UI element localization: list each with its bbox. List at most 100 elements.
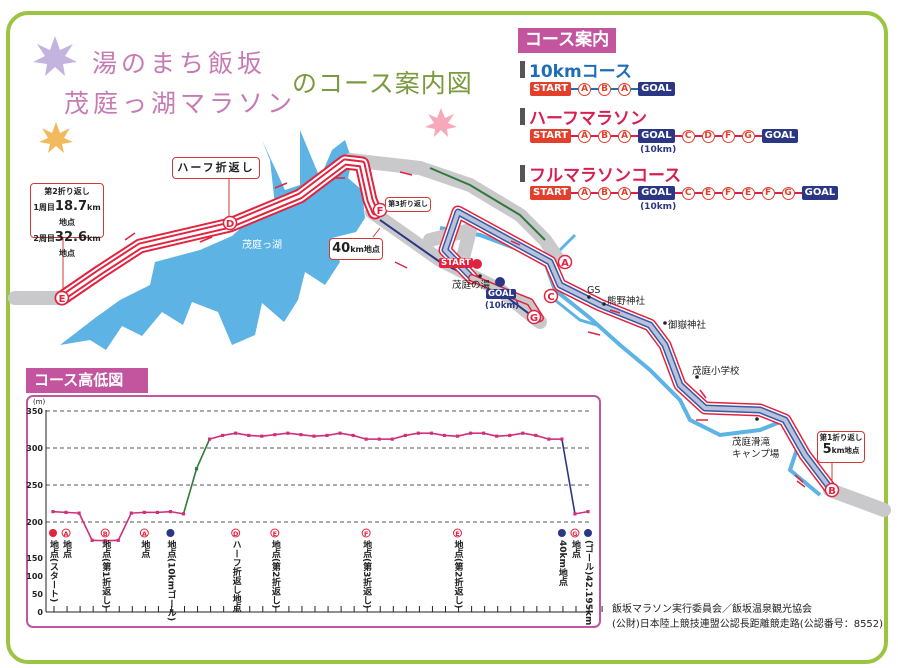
step-connector (734, 192, 742, 194)
elevation-chart-box (26, 395, 601, 628)
elevation-point (416, 431, 420, 435)
checkpoint-letter: D (233, 530, 239, 538)
elevation-point (194, 467, 199, 471)
elevation-point (521, 431, 525, 435)
goal-dot-icon (584, 529, 592, 537)
elevation-segment (339, 432, 354, 437)
school-label: 茂庭小学校 (692, 366, 740, 377)
course-name: ハーフマラソン (529, 108, 647, 129)
title-bar (520, 60, 525, 78)
elevation-point (560, 437, 564, 441)
goal-chip: GOAL (638, 82, 675, 96)
elevation-segment (509, 432, 523, 437)
road-green-segment (429, 167, 546, 241)
title-suffix: のコース案内図 (292, 69, 473, 98)
start-label: START (439, 258, 473, 268)
km40-number: 40 (332, 241, 351, 256)
elevation-point (573, 512, 577, 516)
svg-text:G: G (530, 313, 538, 324)
elevation-segment (313, 434, 328, 437)
step-connector (611, 88, 619, 90)
checkpoint-A: A (578, 82, 592, 96)
lap2-label: 2周目 (33, 234, 55, 243)
step-connector (571, 88, 579, 90)
start-dot-icon (49, 529, 57, 537)
checkpoint-C: C (681, 129, 695, 143)
direction-arrows (124, 171, 806, 488)
first-turn-unit: km地点 (831, 446, 860, 455)
checkpoint-B: B (598, 186, 612, 200)
step-connector (591, 88, 599, 90)
elevation-point (364, 437, 368, 441)
elevation-segment (287, 432, 302, 436)
elevation-segment (300, 433, 315, 437)
lake-course-route (54, 154, 383, 306)
lake-label: 茂庭っ湖 (242, 240, 282, 251)
elevation-point (103, 539, 107, 543)
elevation-point (221, 433, 225, 438)
elevation-point (247, 433, 251, 438)
checkpoint-F: F (721, 186, 735, 200)
step-connector (694, 192, 702, 194)
course-name: 10kmコース (529, 61, 632, 82)
elevation-segment (248, 434, 262, 437)
elevation-point (64, 510, 68, 514)
mitake-shrine-label: 御嶽神社 (668, 320, 707, 331)
goal-sub-label: (10km) (485, 301, 520, 311)
marker-label: 地点 (61, 540, 72, 558)
first-turn-callout: 第1折り返し 5km地点 (817, 431, 865, 463)
marker-label: (ゴール)42.195km (583, 540, 593, 626)
elevation-point (390, 437, 394, 441)
elevation-point (403, 433, 407, 438)
second-turn-title: 第2折り返し (44, 187, 90, 196)
marker-label: 地点 (139, 540, 150, 558)
checkpoint-G: G (741, 129, 755, 143)
course-title: ハーフマラソン (520, 105, 798, 129)
svg-text:C: C (547, 292, 554, 303)
marker-label: 地点(スタート) (48, 540, 58, 603)
km40-unit: km地点 (350, 245, 380, 254)
course-title: 10kmコース (520, 58, 675, 82)
step-connector (611, 135, 619, 137)
landmark-dots (478, 274, 759, 421)
elevation-point (155, 510, 159, 514)
step-connector (631, 192, 639, 194)
svg-text:A: A (561, 258, 569, 269)
km40-callout: 40km地点 (329, 238, 383, 260)
checkpoint-E-icon (270, 528, 280, 538)
svg-text:B: B (828, 486, 836, 497)
elevation-segment (352, 434, 367, 440)
elevation-segment (274, 432, 288, 436)
elevation-point (207, 437, 212, 441)
maple-leaf-orange-icon (39, 122, 73, 153)
elevation-point (77, 511, 81, 515)
checkpoint-F-icon (361, 528, 371, 538)
elevation-point (351, 433, 355, 438)
goal-10km-chip: GOAL(10km) (638, 186, 676, 212)
km-unit: km地点 (59, 203, 101, 227)
start-chip: START (530, 82, 572, 96)
marker-label: 地点 (569, 540, 580, 558)
step-connector (591, 135, 599, 137)
km-unit: km地点 (59, 234, 101, 258)
checkpoint-A: A (578, 186, 592, 200)
kumano-shrine-label: 熊野神社 (607, 296, 646, 307)
svg-text:F: F (377, 206, 384, 217)
checkpoint-G-icon (570, 528, 580, 538)
elevation-point (442, 433, 447, 438)
elevation-point (495, 434, 499, 438)
elevation-segment (535, 434, 550, 440)
marker-label: 地点(10kmゴール) (165, 540, 176, 622)
elevation-point (90, 538, 94, 542)
marker-label: ハーフ折返し地点 (230, 540, 241, 612)
elevation-point (455, 434, 460, 438)
step-connector (794, 192, 802, 194)
elevation-segment (496, 434, 510, 437)
third-turn-callout: 第3折り返し (385, 197, 431, 212)
elevation-chart-title: コース高低図 (26, 368, 148, 393)
elevation-segment (78, 512, 93, 541)
elevation-point (51, 510, 55, 514)
checkpoint-G: G (781, 186, 795, 200)
elevation-segment (157, 510, 171, 514)
